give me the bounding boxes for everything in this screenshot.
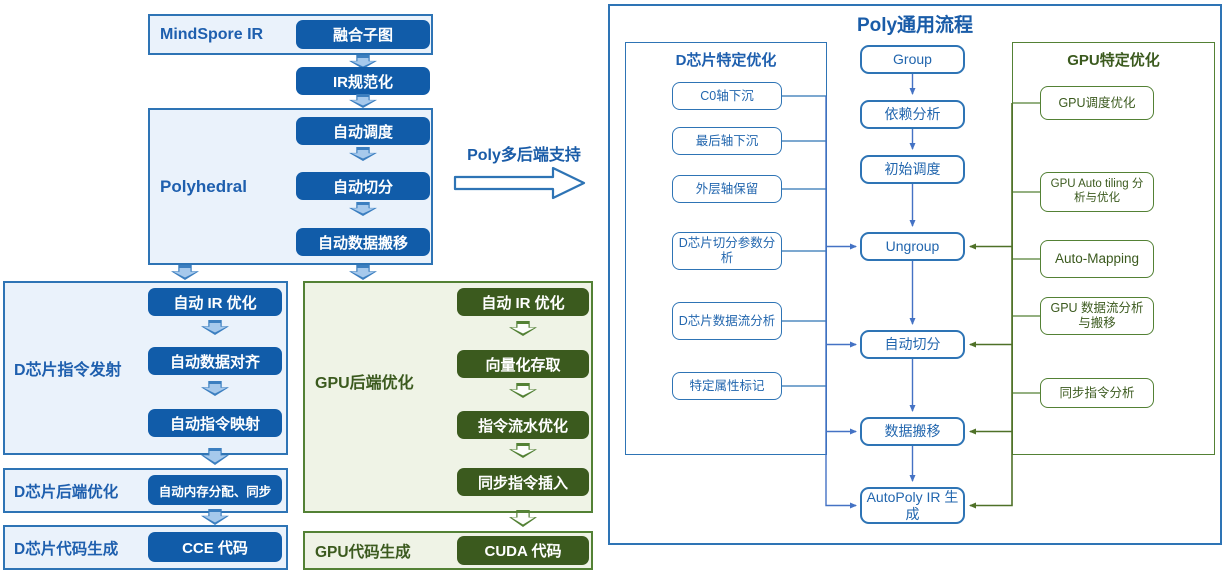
flow-node-autopoly-ir-gen: AutoPoly IR 生成 — [860, 487, 965, 524]
down-arrow-icon — [349, 265, 377, 280]
d-codegen-label: D芯片代码生成 — [14, 540, 119, 558]
ir-normalize-node: IR规范化 — [296, 67, 430, 95]
gpu-codegen-label: GPU代码生成 — [315, 543, 411, 561]
poly-flow-title: Poly通用流程 — [856, 15, 974, 36]
d-tiling-param-node: D芯片切分参数分析 — [672, 232, 782, 270]
gpu-pipeline-opt-node: 指令流水优化 — [457, 411, 589, 439]
d-emit-label: D芯片指令发射 — [14, 362, 122, 379]
right-arrow-icon — [453, 166, 586, 200]
c0-axis-sink-node: C0轴下沉 — [672, 82, 782, 110]
flow-node-initial-schedule: 初始调度 — [860, 155, 965, 184]
d-backend-label: D芯片后端优化 — [14, 483, 119, 501]
auto-mapping-node: Auto-Mapping — [1040, 240, 1154, 278]
gpu-auto-tiling-node: GPU Auto tiling 分析与优化 — [1040, 172, 1154, 212]
flow-node-dependency-analysis: 依赖分析 — [860, 100, 965, 129]
down-arrow-icon — [349, 94, 377, 108]
gpu-vector-access-node: 向量化存取 — [457, 350, 589, 378]
last-axis-sink-node: 最后轴下沉 — [672, 127, 782, 155]
flow-node-group: Group — [860, 45, 965, 74]
gpu-sync-analysis-node: 同步指令分析 — [1040, 378, 1154, 408]
d-data-align-node: 自动数据对齐 — [148, 347, 282, 375]
flow-node-auto-tiling: 自动切分 — [860, 330, 965, 359]
cuda-code-node: CUDA 代码 — [457, 536, 589, 565]
cce-code-node: CCE 代码 — [148, 532, 282, 562]
gpu-schedule-opt-node: GPU调度优化 — [1040, 86, 1154, 120]
multi-backend-label: Poly多后端支持 — [467, 147, 581, 164]
gpu-dataflow-move-node: GPU 数据流分析与搬移 — [1040, 297, 1154, 335]
gpu-backend-label: GPU后端优化 — [315, 375, 414, 392]
specific-attr-mark-node: 特定属性标记 — [672, 372, 782, 400]
d-dataflow-node: D芯片数据流分析 — [672, 302, 782, 340]
d-specific-header: D芯片特定优化 — [675, 52, 777, 69]
flow-node-data-move: 数据搬移 — [860, 417, 965, 446]
d-mem-sync-node: 自动内存分配、同步 — [148, 475, 282, 505]
auto-data-move-node: 自动数据搬移 — [296, 228, 430, 256]
fused-subgraph-node: 融合子图 — [296, 20, 430, 49]
gpu-specific-header: GPU特定优化 — [1067, 52, 1160, 69]
mindspore-ir-label: MindSpore IR — [160, 25, 264, 43]
d-inst-map-node: 自动指令映射 — [148, 409, 282, 437]
flow-node-ungroup: Ungroup — [860, 232, 965, 261]
d-auto-ir-opt-node: 自动 IR 优化 — [148, 288, 282, 316]
gpu-sync-insert-node: 同步指令插入 — [457, 468, 589, 496]
auto-schedule-node: 自动调度 — [296, 117, 430, 145]
down-arrow-icon — [171, 265, 199, 280]
auto-tiling-node: 自动切分 — [296, 172, 430, 200]
outer-axis-keep-node: 外层轴保留 — [672, 175, 782, 203]
polyhedral-label: Polyhedral — [160, 176, 247, 196]
gpu-auto-ir-opt-node: 自动 IR 优化 — [457, 288, 589, 316]
